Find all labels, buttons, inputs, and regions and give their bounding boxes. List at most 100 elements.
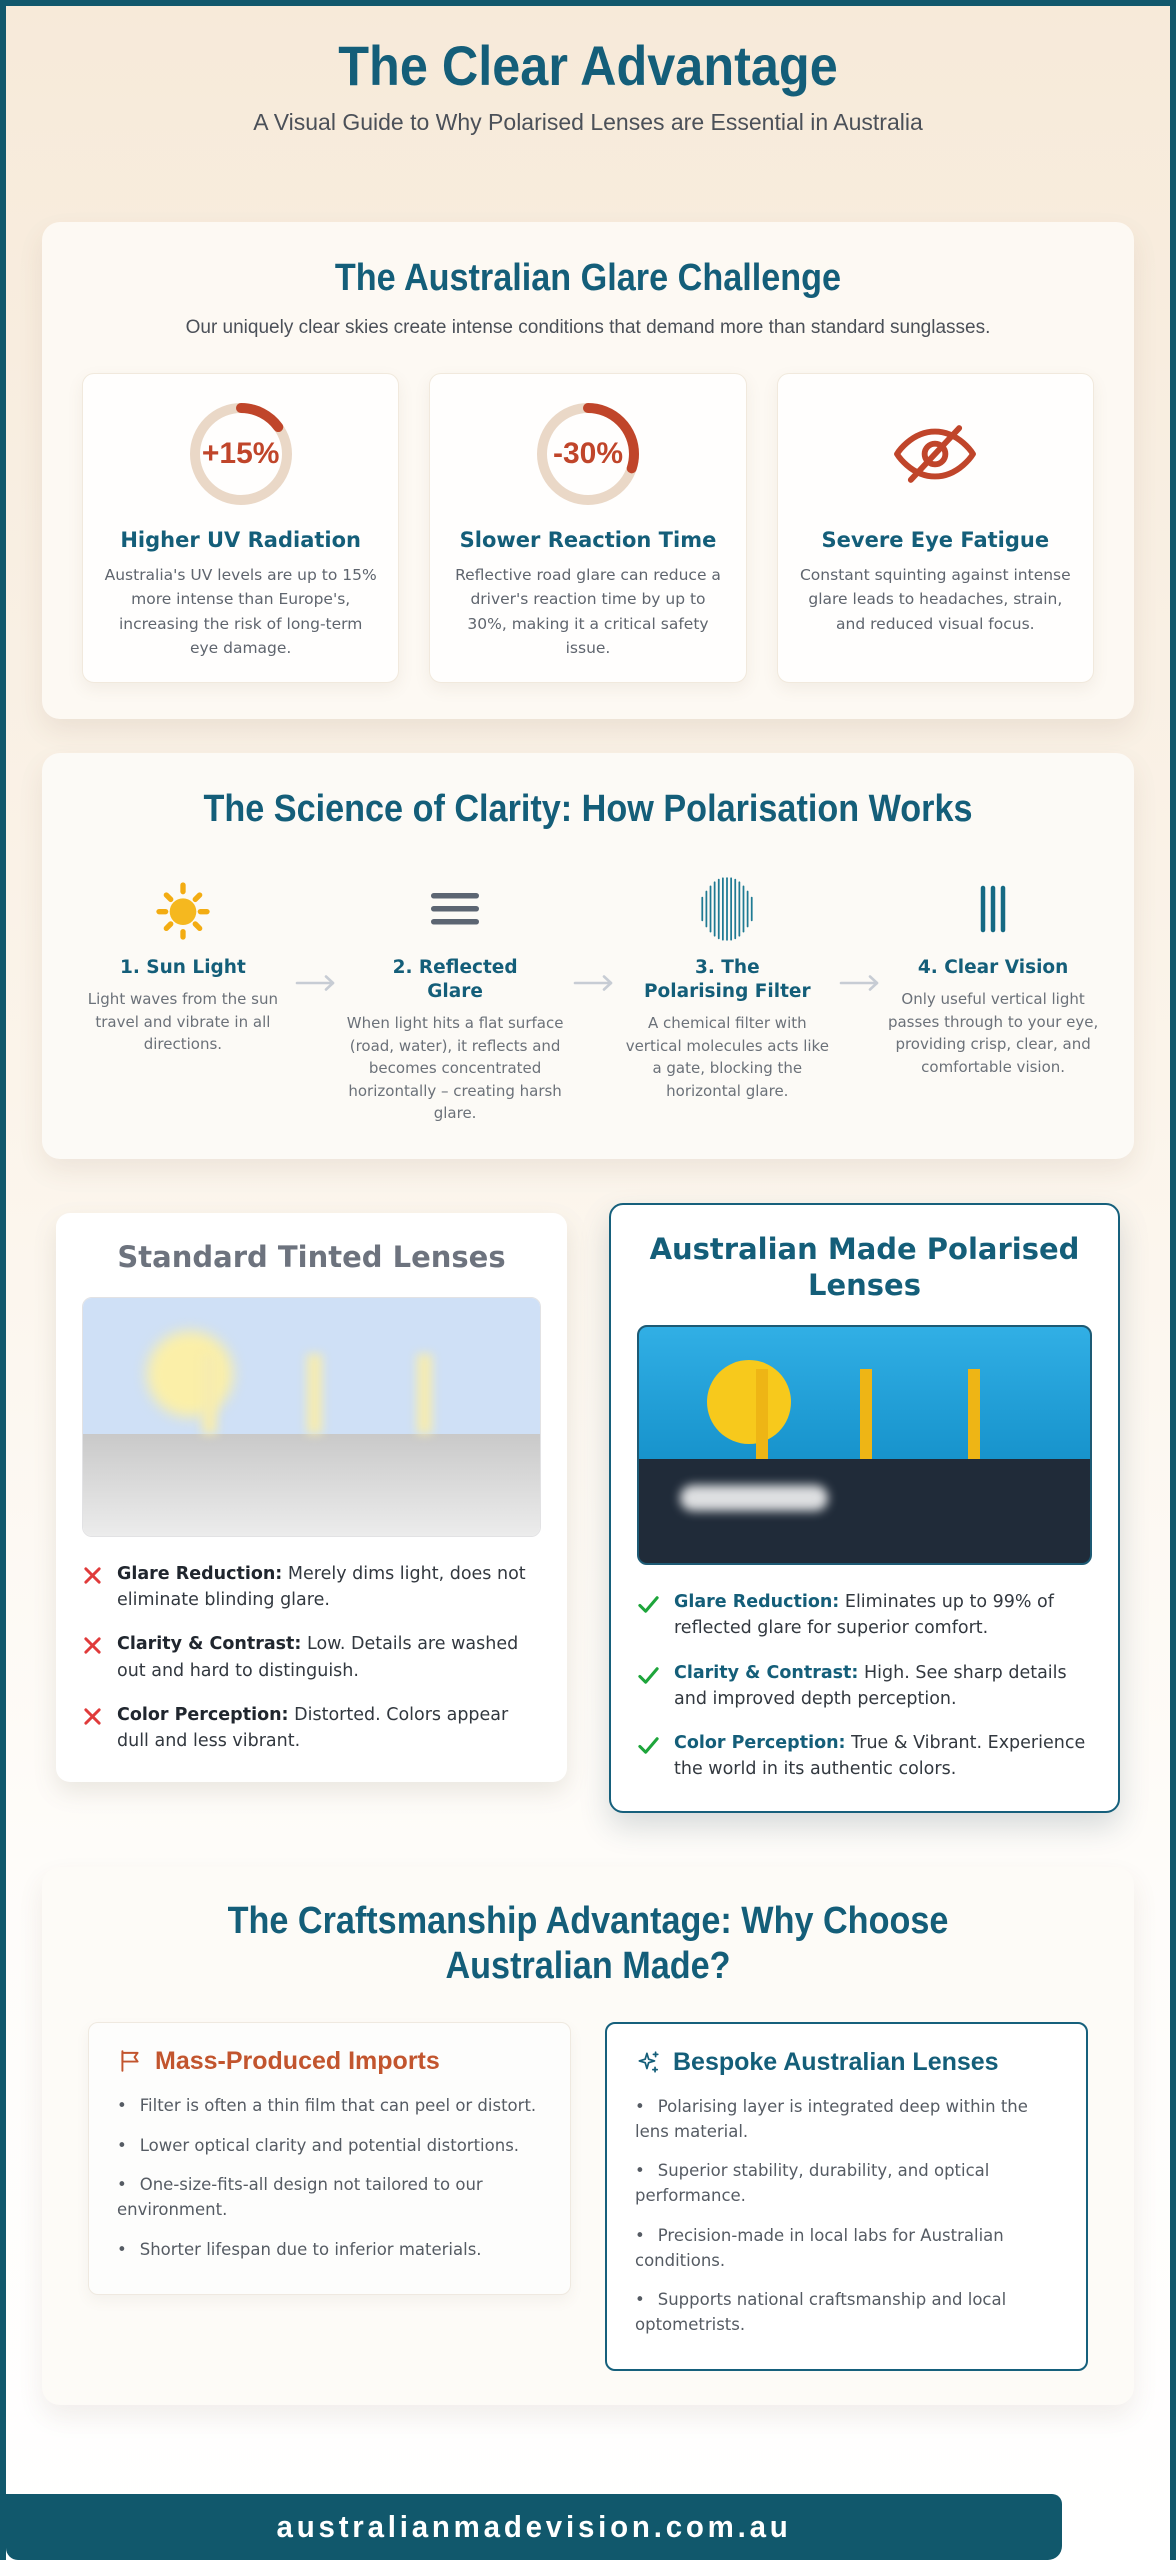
stat-text: Reflective road glare can reduce a drive…	[455, 566, 721, 657]
step-text: Light waves from the sun travel and vibr…	[87, 990, 279, 1054]
point-text: Precision-made in local labs for Austral…	[635, 2225, 1004, 2270]
check-icon	[638, 1737, 659, 1754]
stat-icon-zone: +15%	[103, 398, 378, 510]
donut-gauge-svg	[189, 403, 292, 506]
check-icon	[638, 1596, 659, 1613]
polarising-filter-icon	[701, 877, 753, 941]
list-item: • Lower optical clarity and potential dis…	[117, 2134, 542, 2159]
point-label: Color Perception:	[674, 1733, 846, 1754]
list-item: Glare Reduction: Eliminates up to 99% of…	[637, 1589, 1092, 1642]
step-title: 2. Reflected Glare	[392, 957, 518, 1003]
step-text: Only useful vertical light passes throug…	[887, 990, 1099, 1076]
polarised-points-list: Glare Reduction: Eliminates up to 99% of…	[637, 1589, 1092, 1783]
step-icon-zone	[76, 862, 290, 956]
footer-url[interactable]: australianmadevision.com.au	[276, 2509, 792, 2544]
vivid-sun	[706, 1360, 791, 1445]
point-text: Shorter lifespan due to inferior materia…	[139, 2239, 482, 2259]
list-item: •Precision-made in local labs for Austra…	[635, 2224, 1058, 2274]
sun-icon	[156, 882, 210, 940]
point-text: High. See sharp details and improved dep…	[674, 1662, 1067, 1709]
eye-slash-icon	[894, 425, 977, 484]
bullet-dot: •	[117, 2239, 127, 2259]
list-item: • Filter is often a thin film that can pe…	[117, 2094, 542, 2119]
craftsmanship-cards-row: Mass-Produced Imports • Filter is often a…	[88, 2021, 1088, 2371]
page-title: The Clear Advantage	[338, 34, 838, 97]
point-label: Glare Reduction:	[117, 1563, 283, 1584]
sparkles-icon	[638, 2051, 659, 2074]
stat-card-fatigue: Severe Eye Fatigue Constant squinting ag…	[776, 373, 1094, 683]
hazy-post	[306, 1353, 322, 1434]
step-text: A chemical filter with vertical molecule…	[625, 1014, 829, 1100]
hazy-sun	[146, 1331, 233, 1418]
step-reflected-glare: 2. Reflected Glare When light hits a fla…	[342, 862, 569, 1125]
bespoke-card-header: Bespoke Australian Lenses	[635, 2048, 1058, 2077]
stat-text: Constant squinting against intense glare…	[799, 566, 1071, 633]
list-item: Glare Reduction: Merely dims light, does…	[82, 1561, 541, 1614]
stat-value: +15%	[201, 437, 280, 471]
point-text: Superior stability, durability, and opti…	[635, 2161, 990, 2206]
stat-value: -30%	[552, 437, 623, 471]
stat-card-uv: +15% Higher UV Radiation Australia's UV …	[82, 373, 400, 683]
step-icon-zone	[620, 862, 834, 956]
mass-produced-imports-card: Mass-Produced Imports • Filter is often a…	[88, 2021, 571, 2295]
bespoke-australian-card: Bespoke Australian Lenses •Polarising la…	[605, 2021, 1088, 2371]
point-text: Distorted. Colors appear dull and less v…	[117, 1704, 509, 1752]
stat-icon-zone: -30%	[450, 398, 725, 510]
reflected-glare-lines-icon	[431, 893, 480, 925]
stat-cards-row: +15% Higher UV Radiation Australia's UV …	[82, 373, 1094, 683]
list-item: Clarity & Contrast: High. See sharp deta…	[637, 1660, 1092, 1713]
list-item: Color Perception: Distorted. Colors appe…	[82, 1702, 541, 1755]
imports-card-header: Mass-Produced Imports	[117, 2047, 542, 2076]
page-subtitle: A Visual Guide to Why Polarised Lenses a…	[253, 109, 923, 136]
step-title: 4. Clear Vision	[917, 957, 1069, 979]
bullet-dot: •	[117, 2095, 127, 2115]
step-text: When light hits a flat surface (road, wa…	[346, 1014, 564, 1123]
hazy-ground	[83, 1433, 540, 1536]
step-clear-vision: 4. Clear Vision Only useful vertical lig…	[886, 862, 1100, 1078]
point-text: Filter is often a thin film that can pee…	[139, 2095, 537, 2115]
point-text: Low. Details are washed out and hard to …	[117, 1634, 519, 1681]
point-text: Lower optical clarity and potential dist…	[139, 2135, 520, 2155]
polarised-lenses-card: Australian Made Polarised Lenses Glare R…	[609, 1202, 1120, 1813]
point-text: One-size-fits-all design not tailored to…	[117, 2175, 483, 2220]
cross-icon	[84, 1567, 101, 1584]
road-marking	[679, 1485, 828, 1512]
stat-title: Slower Reaction Time	[459, 528, 717, 553]
arrow-right-icon	[572, 974, 616, 992]
arrow-right-icon	[294, 974, 338, 992]
list-item: •Polarising layer is integrated deep wit…	[635, 2095, 1058, 2145]
list-item: Clarity & Contrast: Low. Details are was…	[82, 1631, 541, 1684]
point-label: Color Perception:	[117, 1704, 289, 1725]
step-polarising-filter: 3. The Polarising Filter A chemical filt…	[620, 862, 834, 1102]
stat-title: Severe Eye Fatigue	[821, 528, 1050, 553]
list-item: •Superior stability, durability, and opt…	[635, 2159, 1058, 2209]
header: The Clear Advantage A Visual Guide to Wh…	[6, 6, 1170, 138]
hazy-post	[201, 1353, 217, 1434]
point-label: Glare Reduction:	[674, 1592, 840, 1613]
stat-card-reaction: -30% Slower Reaction Time Reflective roa…	[429, 373, 747, 683]
list-item: •One-size-fits-all design not tailored t…	[117, 2173, 542, 2223]
bullet-dot: •	[635, 2096, 645, 2116]
bespoke-card-title: Bespoke Australian Lenses	[673, 2047, 999, 2076]
step-sun-light: 1. Sun Light Light waves from the sun tr…	[76, 862, 290, 1056]
bullet-dot: •	[117, 2175, 127, 2195]
footer-band: australianmadevision.com.au	[6, 2494, 1062, 2560]
list-item: Color Perception: True & Vibrant. Experi…	[637, 1730, 1092, 1783]
glare-section-heading: The Australian Glare Challenge	[334, 257, 842, 300]
craftsmanship-section: The Craftsmanship Advantage: Why Choose …	[42, 1866, 1134, 2405]
stat-text: Australia's UV levels are up to 15% more…	[104, 566, 377, 657]
bullet-dot: •	[117, 2135, 127, 2155]
donut-gauge-icon: -30%	[532, 398, 644, 510]
check-icon	[638, 1666, 659, 1684]
bullet-dot: •	[635, 2225, 645, 2245]
bespoke-points-list: •Polarising layer is integrated deep wit…	[635, 2095, 1058, 2338]
vivid-scene-illustration	[637, 1325, 1092, 1566]
craftsmanship-heading: The Craftsmanship Advantage: Why Choose …	[227, 1899, 949, 1988]
donut-gauge-svg	[536, 403, 639, 506]
hazy-scene-illustration	[82, 1296, 541, 1537]
science-steps-row: 1. Sun Light Light waves from the sun tr…	[76, 862, 1100, 1125]
hazy-post	[416, 1353, 432, 1434]
list-item: •Supports national craftsmanship and loc…	[635, 2288, 1058, 2338]
point-text: Polarising layer is integrated deep with…	[635, 2096, 1028, 2141]
